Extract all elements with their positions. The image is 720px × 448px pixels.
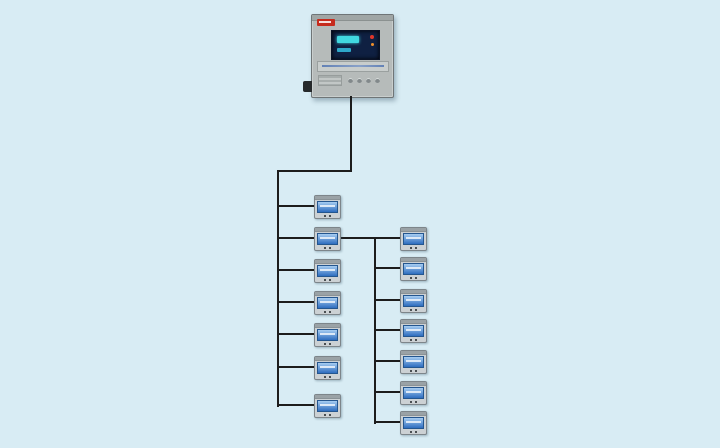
detector-base [318,375,337,379]
controller-vent [318,75,342,86]
detector-base [404,369,423,373]
controller-button-4 [375,77,380,83]
gas-detector-right-6 [400,381,427,405]
detector-screen [317,329,338,341]
gas-detector-right-3 [400,289,427,313]
detector-screen [403,295,424,307]
side-connector [303,81,312,92]
detector-base [318,214,337,218]
controller-button-1 [348,77,353,83]
controller-top-cap [312,15,393,21]
detector-screen [403,233,424,245]
gas-detector-left-5 [314,323,341,347]
detector-top-cap [315,357,340,361]
gas-detector-left-7 [314,394,341,418]
detector-base [318,310,337,314]
detector-screen [317,265,338,277]
wire-segment [376,237,400,239]
gas-alarm-controller [303,14,394,98]
detector-top-cap [401,228,426,232]
controller-button-2 [357,77,362,83]
wire-segment [277,170,279,407]
wire-segment [339,237,376,239]
gas-detector-right-2 [400,257,427,281]
detector-top-cap [401,412,426,416]
wire-segment [279,333,314,335]
gas-detector-right-7 [400,411,427,435]
controller-label-strip [317,61,389,72]
gas-detector-right-4 [400,319,427,343]
detector-screen [317,233,338,245]
gas-detector-left-4 [314,291,341,315]
detector-base [404,430,423,434]
detector-top-cap [315,292,340,296]
wire-segment [277,170,352,172]
detector-top-cap [315,196,340,200]
brand-badge [317,19,335,26]
wire-segment [376,267,400,269]
controller-display [331,30,380,60]
gas-detector-right-1 [400,227,427,251]
detector-base [404,400,423,404]
power-led [371,43,374,46]
wire-segment [350,96,352,171]
wire-segment [374,237,376,424]
detector-top-cap [401,290,426,294]
detector-top-cap [315,395,340,399]
wire-segment [376,391,400,393]
detector-base [318,413,337,417]
lcd-readout-subline [337,48,351,52]
detector-top-cap [401,320,426,324]
gas-detector-left-1 [314,195,341,219]
detector-top-cap [315,260,340,264]
gas-detector-right-5 [400,350,427,374]
detector-top-cap [315,228,340,232]
detector-top-cap [401,258,426,262]
controller-button-3 [366,77,371,83]
detector-top-cap [315,324,340,328]
detector-top-cap [401,382,426,386]
detector-base [404,338,423,342]
wire-segment [376,299,400,301]
detector-screen [317,201,338,213]
wire-segment [279,205,314,207]
detector-base [404,308,423,312]
detector-screen [317,400,338,412]
wire-segment [376,329,400,331]
gas-detector-left-3 [314,259,341,283]
controller-button-row [348,76,388,84]
wire-segment [279,237,314,239]
detector-base [318,246,337,250]
detector-base [318,342,337,346]
wire-segment [279,269,314,271]
wire-segment [376,360,400,362]
gas-detector-left-2 [314,227,341,251]
wire-segment [376,421,400,423]
detector-top-cap [401,351,426,355]
detector-screen [403,417,424,429]
detector-screen [403,325,424,337]
detector-screen [403,387,424,399]
detector-base [404,276,423,280]
detector-base [318,278,337,282]
detector-screen [403,263,424,275]
lcd-readout-line [337,36,359,43]
detector-screen [317,362,338,374]
wire-segment [279,301,314,303]
wire-segment [279,404,314,406]
detector-screen [317,297,338,309]
detector-screen [403,356,424,368]
alarm-led [370,35,374,39]
wire-segment [279,366,314,368]
detector-base [404,246,423,250]
gas-detector-left-6 [314,356,341,380]
